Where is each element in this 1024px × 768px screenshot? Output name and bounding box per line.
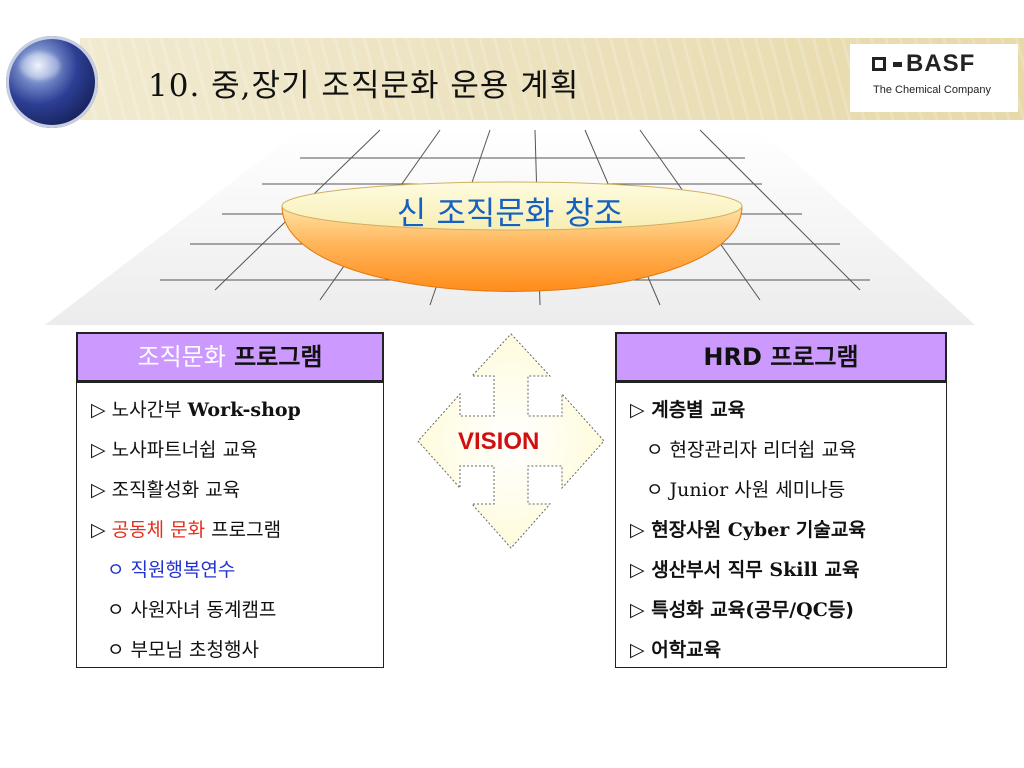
right-program-list: ▷ 계층별 교육 ㅇ 현장관리자 리더쉽 교육 ㅇ Junior 사원 세미나등… bbox=[615, 382, 947, 668]
list-item: ▷ 계층별 교육 bbox=[630, 399, 746, 421]
dome-label: 신 조직문화 창조 bbox=[396, 194, 624, 232]
perspective-grid bbox=[45, 129, 975, 325]
slide-title: 10. 중,장기 조직문화 운용 계획 bbox=[148, 68, 580, 104]
list-item: ㅇ 현장관리자 리더쉽 교육 bbox=[646, 439, 857, 461]
list-item: ▷ 노사파트너쉽 교육 bbox=[91, 439, 258, 461]
basf-logo: BASF The Chemical Company bbox=[850, 44, 1018, 112]
globe-icon bbox=[6, 36, 98, 128]
left-header-part1: 조직문화 bbox=[137, 343, 226, 371]
logo-text: BASF bbox=[906, 50, 976, 77]
right-program-header: HRD 프로그램 bbox=[615, 332, 947, 382]
list-item: ▷ 조직활성화 교육 bbox=[91, 479, 241, 501]
list-item: ㅇ Junior 사원 세미나등 bbox=[646, 479, 846, 501]
left-program-header: 조직문화 프로그램 bbox=[76, 332, 384, 382]
four-way-arrow-icon bbox=[417, 333, 605, 549]
list-item: ▷ 공동체 문화 프로그램 bbox=[91, 519, 282, 541]
list-item: ▷ 현장사원 Cyber 기술교육 bbox=[630, 519, 866, 541]
logo-subtitle: The Chemical Company bbox=[873, 84, 991, 96]
left-program-list: ▷ 노사간부 Work-shop ▷ 노사파트너쉽 교육 ▷ 조직활성화 교육 … bbox=[76, 382, 384, 668]
list-item: ▷ 생산부서 직무 Skill 교육 bbox=[630, 559, 860, 581]
vision-label: VISION bbox=[458, 428, 540, 455]
list-item: ▷ 노사간부 Work-shop bbox=[91, 399, 301, 421]
left-header-part2: 프로그램 bbox=[225, 343, 323, 371]
dome-lid bbox=[281, 181, 743, 231]
list-item: ▷ 특성화 교육(공무/QC등) bbox=[630, 599, 854, 621]
list-item: ㅇ 직원행복연수 bbox=[107, 559, 236, 581]
list-item: ㅇ 사원자녀 동계캠프 bbox=[107, 599, 277, 621]
list-item: ▷ 어학교육 bbox=[630, 639, 722, 661]
list-item: ㅇ 부모님 초청행사 bbox=[107, 639, 259, 661]
